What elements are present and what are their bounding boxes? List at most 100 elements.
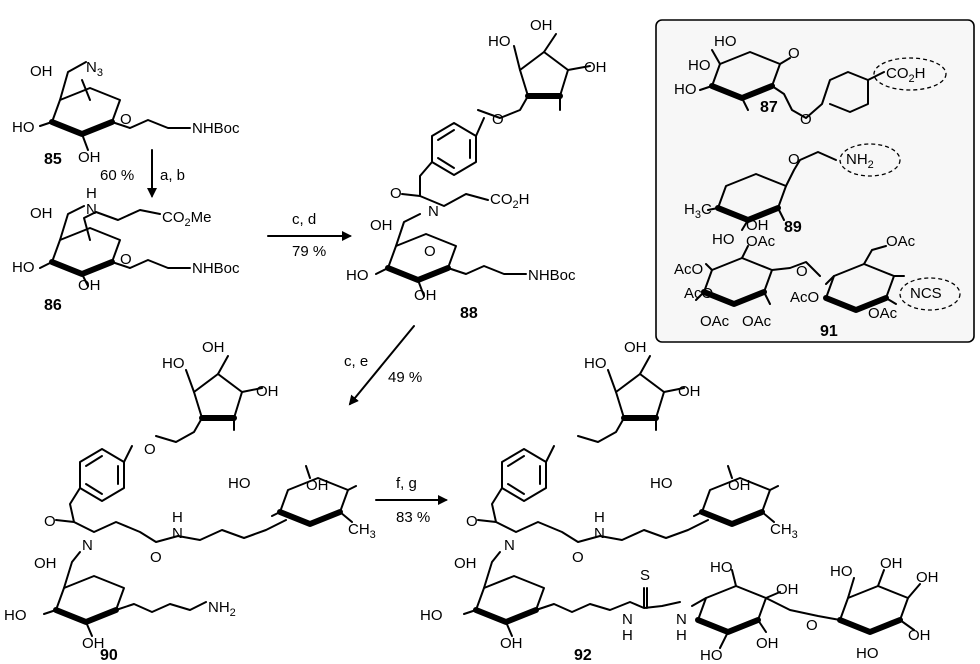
- o-link-86: O: [120, 251, 132, 268]
- oh-92-top: OH: [454, 555, 477, 572]
- h-90: H: [172, 509, 183, 526]
- ho-92-left: HO: [420, 607, 443, 624]
- ho-glc-92: HO: [710, 559, 733, 576]
- compound-90: OH OH HO O O N O H N HO OH CH3 OH HO OH …: [4, 339, 376, 664]
- label-91: 91: [820, 323, 838, 340]
- oh-90-bottom: OH: [82, 635, 105, 652]
- oh-fuc-92: OH: [728, 477, 751, 494]
- nh2-92-n: N: [676, 611, 687, 628]
- nhboc-86: NHBoc: [192, 260, 240, 277]
- yield-a3: 49 %: [388, 369, 422, 386]
- ho-88-left: HO: [346, 267, 369, 284]
- label-87: 87: [760, 99, 778, 116]
- ho-92-c: HO: [584, 355, 607, 372]
- ho-fuc-92: HO: [650, 475, 673, 492]
- oh-gal-92: OH: [880, 555, 903, 572]
- oh-85-top: OH: [30, 63, 53, 80]
- reagents-a2: c, d: [292, 211, 316, 228]
- aco1-91: AcO: [674, 261, 703, 278]
- o-link-92: O: [806, 617, 818, 634]
- ho3-87: HO: [688, 57, 711, 74]
- oh-89: OH: [746, 217, 769, 234]
- oh-90-b: OH: [256, 383, 279, 400]
- o-ring-87: O: [788, 45, 800, 62]
- ch3-92: CH3: [770, 521, 798, 541]
- oac3-91: OAc: [700, 313, 730, 330]
- ch3-90: CH3: [348, 521, 376, 541]
- n-88: N: [428, 203, 439, 220]
- oh-glc-92: OH: [776, 581, 799, 598]
- reagents-a4: f, g: [396, 475, 417, 492]
- oh-86-bottom: OH: [78, 277, 101, 294]
- o-link-88: O: [492, 111, 504, 128]
- oh-85-bottom: OH: [78, 149, 101, 166]
- ho-88-c: HO: [488, 33, 511, 50]
- oh-92-bottom: OH: [500, 635, 523, 652]
- arrow-88-90: c, e 49 %: [344, 325, 422, 406]
- oh-88-bottom: OH: [414, 287, 437, 304]
- o-amide-90: O: [44, 513, 56, 530]
- aco2-91: AcO: [684, 285, 713, 302]
- o-ring-88: O: [424, 243, 436, 260]
- o-link-89: O: [788, 151, 800, 168]
- s-92: S: [640, 567, 650, 584]
- n-90: N: [82, 537, 93, 554]
- o-carbonyl-90: O: [150, 549, 162, 566]
- o-carbonyl-92: O: [572, 549, 584, 566]
- h-92: H: [594, 509, 605, 526]
- ho-fuc-90: HO: [228, 475, 251, 492]
- o-amide-92: O: [466, 513, 478, 530]
- o-link-85: O: [120, 111, 132, 128]
- ho-glc2-92: HO: [700, 647, 723, 664]
- oh-86-top: OH: [30, 205, 53, 222]
- nh1-92-h: H: [622, 627, 633, 644]
- ncs-91: NCS: [910, 285, 942, 302]
- nh2-90: NH2: [208, 599, 236, 619]
- label-85: 85: [44, 151, 62, 168]
- oh-fuc-90: OH: [306, 477, 329, 494]
- ho-gal4-92: HO: [856, 645, 879, 662]
- ho-89: HO: [712, 231, 735, 248]
- nh2-89: NH2: [846, 151, 874, 171]
- oh-glc2-92: OH: [756, 635, 779, 652]
- oh-88-b: OH: [584, 59, 607, 76]
- compound-85: OH N3 HO OH O NHBoc 85: [12, 59, 240, 168]
- aco3-91: AcO: [790, 289, 819, 306]
- compound-92: OH OH HO O N O H N HO OH CH3 OH HO OH S …: [420, 339, 939, 664]
- nh2-92-h: H: [676, 627, 687, 644]
- nhboc-88: NHBoc: [528, 267, 576, 284]
- arrow-85-86: 60 % a, b: [100, 149, 185, 198]
- nhboc-85: NHBoc: [192, 120, 240, 137]
- ho-86-left: HO: [12, 259, 35, 276]
- ho-gal-92: HO: [830, 563, 853, 580]
- label-86: 86: [44, 297, 62, 314]
- label-89: 89: [784, 219, 802, 236]
- ho-85-left: HO: [12, 119, 35, 136]
- building-block-box: HO HO HO O O CO2H 87 O NH2 H3C HO OH 89 …: [655, 19, 975, 343]
- co2me-86: CO2Me: [162, 209, 211, 229]
- co2h-88: CO2H: [490, 191, 529, 211]
- oh-92-b: OH: [678, 383, 701, 400]
- arrow-86-88: c, d 79 %: [267, 211, 352, 260]
- label-90: 90: [100, 647, 118, 664]
- nh-n-90: N: [172, 525, 183, 542]
- n-92: N: [504, 537, 515, 554]
- oac5-91: OAc: [868, 305, 898, 322]
- compound-88: OH OH HO O O N CO2H OH HO OH O NHBoc 88: [346, 17, 607, 322]
- oh-92-a: OH: [624, 339, 647, 356]
- o-amide-88: O: [390, 185, 402, 202]
- ho-90-c: HO: [162, 355, 185, 372]
- co2h-87: CO2H: [886, 65, 925, 85]
- ho-90-left: HO: [4, 607, 27, 624]
- oh-gal3-92: OH: [908, 627, 931, 644]
- h3c-89: H3C: [684, 201, 712, 221]
- oh-88-top: OH: [370, 217, 393, 234]
- nh-86-n: N: [86, 201, 97, 218]
- compound-86: OH H N CO2Me HO OH O NHBoc 86: [12, 185, 240, 314]
- o-link-87: O: [800, 111, 812, 128]
- oh-90-a: OH: [202, 339, 225, 356]
- oac2-91: OAc: [886, 233, 916, 250]
- o-link-90: O: [144, 441, 156, 458]
